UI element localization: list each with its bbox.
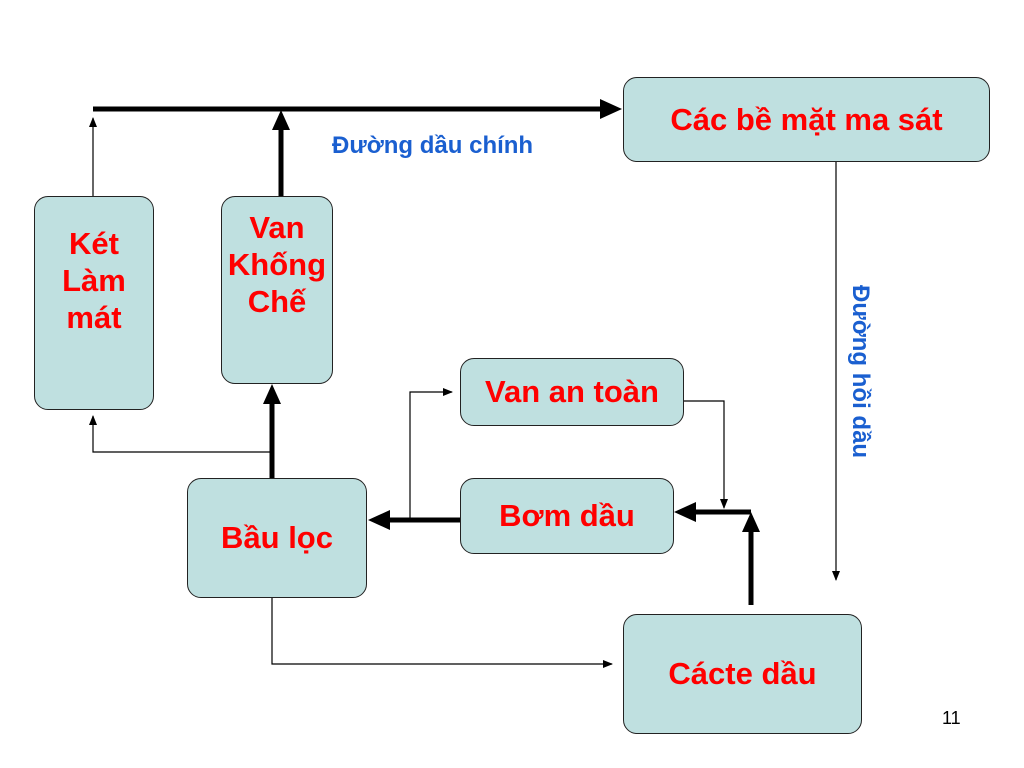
cooler-box: Két Làm mát — [34, 196, 154, 410]
pump-to-safety-valve — [409, 388, 453, 520]
filter-to-cooler — [89, 415, 272, 453]
cooler-label-line-1: Két — [69, 226, 119, 261]
pump-to-filter-arrowhead — [368, 510, 390, 530]
safety-valve-box: Van an toàn — [460, 358, 684, 426]
crankcase-label: Cácte dầu — [668, 656, 817, 692]
friction-surfaces-label: Các bề mặt ma sát — [670, 101, 943, 137]
page-number: 11 — [942, 708, 961, 728]
friction-surfaces-box: Các bề mặt ma sát — [623, 77, 990, 162]
oil-pump-label: Bơm dầu — [499, 498, 635, 534]
oil-return-line-label: Đường hồi dầu — [847, 285, 874, 459]
oil-pump-box: Bơm dầu — [460, 478, 674, 554]
crankcase-vertical-arrowhead — [742, 512, 760, 532]
main-oil-line-arrowhead — [600, 99, 622, 119]
cooler-label-line-3: mát — [66, 300, 122, 336]
safety-valve-return — [684, 400, 728, 509]
crankcase-box: Cácte dầu — [623, 614, 862, 734]
cooler-label-line-2: Làm — [62, 263, 126, 299]
control-valve-box: Van Khống Chế — [221, 196, 333, 384]
filter-label: Bầu lọc — [221, 520, 333, 556]
control-valve-label-line-1: Van — [249, 210, 305, 245]
control-valve-label-line-2: Khống — [227, 247, 327, 283]
filter-box: Bầu lọc — [187, 478, 367, 598]
filter-to-control-valve-arrowhead — [263, 384, 281, 404]
crankcase-to-pump-arrowhead — [674, 502, 696, 522]
main-oil-line-label: Đường dầu chính — [332, 132, 534, 159]
control-valve-label-line-3: Chế — [247, 284, 307, 320]
safety-valve-label: Van an toàn — [485, 374, 659, 410]
filter-to-crankcase — [271, 598, 613, 668]
control-valve-arrowhead — [272, 110, 290, 130]
